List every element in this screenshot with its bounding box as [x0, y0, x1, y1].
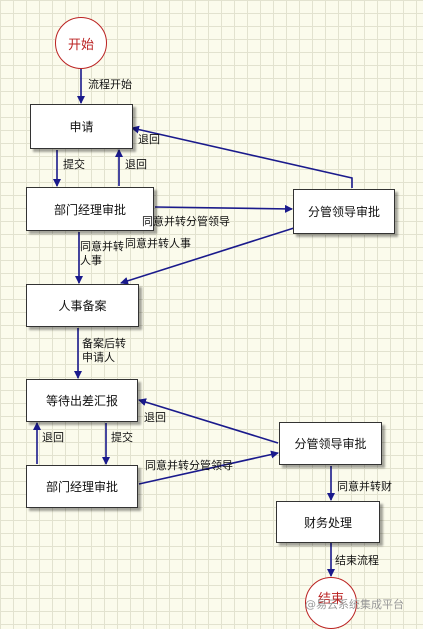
- dept-manager-approve-node-2-label: 部门经理审批: [45, 480, 118, 494]
- branch-leader-approve-node-1[interactable]: 分管领导审批: [293, 189, 395, 234]
- label-submit-2: 提交: [111, 431, 133, 444]
- label-return-branch-2: 退回: [144, 411, 166, 424]
- label-to-finance: 同意并转财: [337, 480, 392, 493]
- finance-process-node-label: 财务处理: [303, 515, 352, 530]
- dept-manager-approve-node-2[interactable]: 部门经理审批: [26, 465, 138, 508]
- start-node[interactable]: 开始: [55, 17, 107, 69]
- arrow-branch1-to-apply: [131, 125, 353, 188]
- label-agree-to-hr-a: 同意并转: [80, 240, 124, 253]
- label-branch-to-hr: 同意并转人事: [125, 237, 191, 250]
- label-submit-1: 提交: [63, 158, 85, 171]
- arrow-dept1-to-branch1: [154, 204, 293, 213]
- label-return-2: 退回: [42, 431, 64, 444]
- wait-trip-report-node[interactable]: 等待出差汇报: [26, 379, 138, 422]
- label-end-flow: 结束流程: [335, 554, 379, 567]
- watermark: @易云系统集成平台: [305, 598, 404, 611]
- branch-leader-approve-node-2-label: 分管领导审批: [294, 437, 367, 451]
- arrow-dept2-to-branch2: [138, 450, 279, 485]
- apply-node-label: 申请: [69, 120, 94, 134]
- dept-manager-approve-node-1-label: 部门经理审批: [53, 202, 126, 217]
- label-agree-to-hr-b: 人事: [80, 254, 102, 267]
- label-after-record-b: 申请人: [82, 351, 115, 364]
- label-flow-start: 流程开始: [88, 78, 132, 91]
- finance-process-node[interactable]: 财务处理: [276, 501, 380, 543]
- end-node-label: 结束: [317, 592, 344, 607]
- hr-record-node-label: 人事备案: [58, 299, 107, 313]
- apply-node[interactable]: 申请: [30, 104, 133, 149]
- hr-record-node[interactable]: 人事备案: [26, 284, 139, 327]
- label-to-branch-1: 同意并转分管领导: [142, 215, 230, 228]
- label-after-record-a: 备案后转: [82, 337, 126, 350]
- branch-leader-approve-node-2[interactable]: 分管领导审批: [279, 422, 382, 465]
- wait-trip-report-node-label: 等待出差汇报: [45, 394, 118, 408]
- label-return-1: 退回: [125, 158, 147, 171]
- label-return-branch-1: 退回: [138, 133, 160, 146]
- branch-leader-approve-node-1-label: 分管领导审批: [307, 205, 380, 219]
- dept-manager-approve-node-1[interactable]: 部门经理审批: [26, 187, 154, 231]
- arrow-branch1-to-hr: [120, 227, 295, 285]
- label-to-branch-2: 同意并转分管领导: [145, 459, 233, 472]
- start-node-label: 开始: [67, 37, 94, 53]
- arrow-branch2-to-wait: [138, 398, 279, 444]
